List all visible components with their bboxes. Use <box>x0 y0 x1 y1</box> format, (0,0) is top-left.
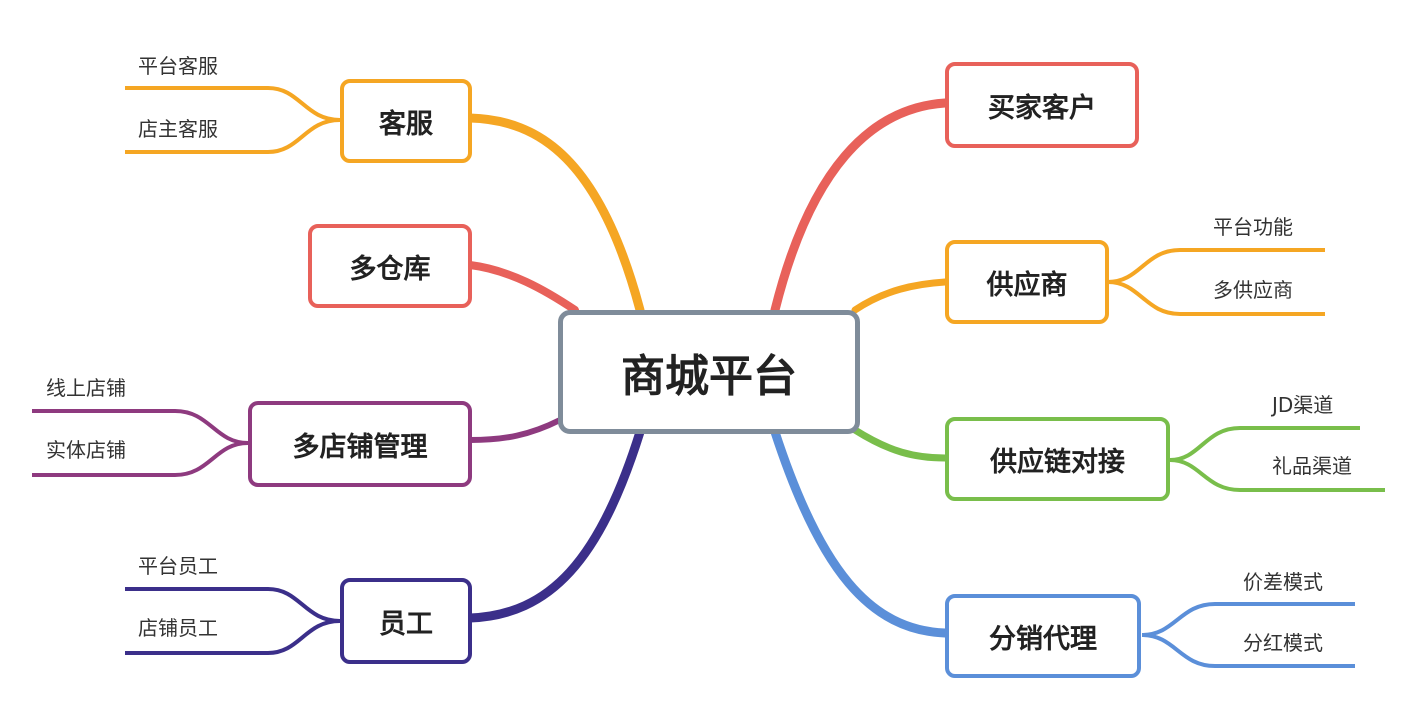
leaf-jiacha-moshi[interactable]: 价差模式 <box>1243 570 1323 594</box>
link-central-maijia <box>770 98 950 315</box>
topic-dianpu[interactable]: 多店铺管理 <box>248 401 472 487</box>
topic-gongying[interactable]: 供应商 <box>945 240 1109 324</box>
central-topic[interactable]: 商城平台 <box>558 310 860 434</box>
topic-kefu[interactable]: 客服 <box>340 79 472 163</box>
topic-maijia[interactable]: 买家客户 <box>945 62 1139 148</box>
topic-yuangong[interactable]: 员工 <box>340 578 472 664</box>
link-central-gongyinglian <box>851 426 949 462</box>
topic-cangku[interactable]: 多仓库 <box>308 224 472 308</box>
leaf-duo-gongyingshang[interactable]: 多供应商 <box>1213 278 1293 302</box>
leaf-jd-qudao[interactable]: JD渠道 <box>1272 393 1334 417</box>
leaf-pingtai-gongneng[interactable]: 平台功能 <box>1213 215 1293 239</box>
link-central-cangku <box>466 261 579 314</box>
link-central-yuangong <box>465 427 645 623</box>
leaf-lipin-qudao[interactable]: 礼品渠道 <box>1272 454 1352 478</box>
topic-gongyinglian[interactable]: 供应链对接 <box>945 417 1170 501</box>
leaf-dianpu-yuangong[interactable]: 店铺员工 <box>138 616 218 640</box>
leaf-pingtai-kefu[interactable]: 平台客服 <box>138 54 218 78</box>
link-gongyinglian-leaves <box>1169 426 1385 492</box>
topic-fenxiao[interactable]: 分销代理 <box>945 594 1141 678</box>
leaf-dianzhu-kefu[interactable]: 店主客服 <box>138 117 218 141</box>
link-central-fenxiao <box>770 427 950 638</box>
leaf-xianshang-dianpu[interactable]: 线上店铺 <box>46 376 126 400</box>
link-fenxiao-leaves <box>1141 602 1355 668</box>
link-central-dianpu <box>467 417 563 443</box>
leaf-shiti-dianpu[interactable]: 实体店铺 <box>46 438 126 462</box>
link-central-kefu <box>465 113 645 315</box>
link-central-gongying <box>851 278 949 314</box>
leaf-pingtai-yuangong[interactable]: 平台员工 <box>138 554 218 578</box>
leaf-fenhong-moshi[interactable]: 分红模式 <box>1243 631 1323 655</box>
